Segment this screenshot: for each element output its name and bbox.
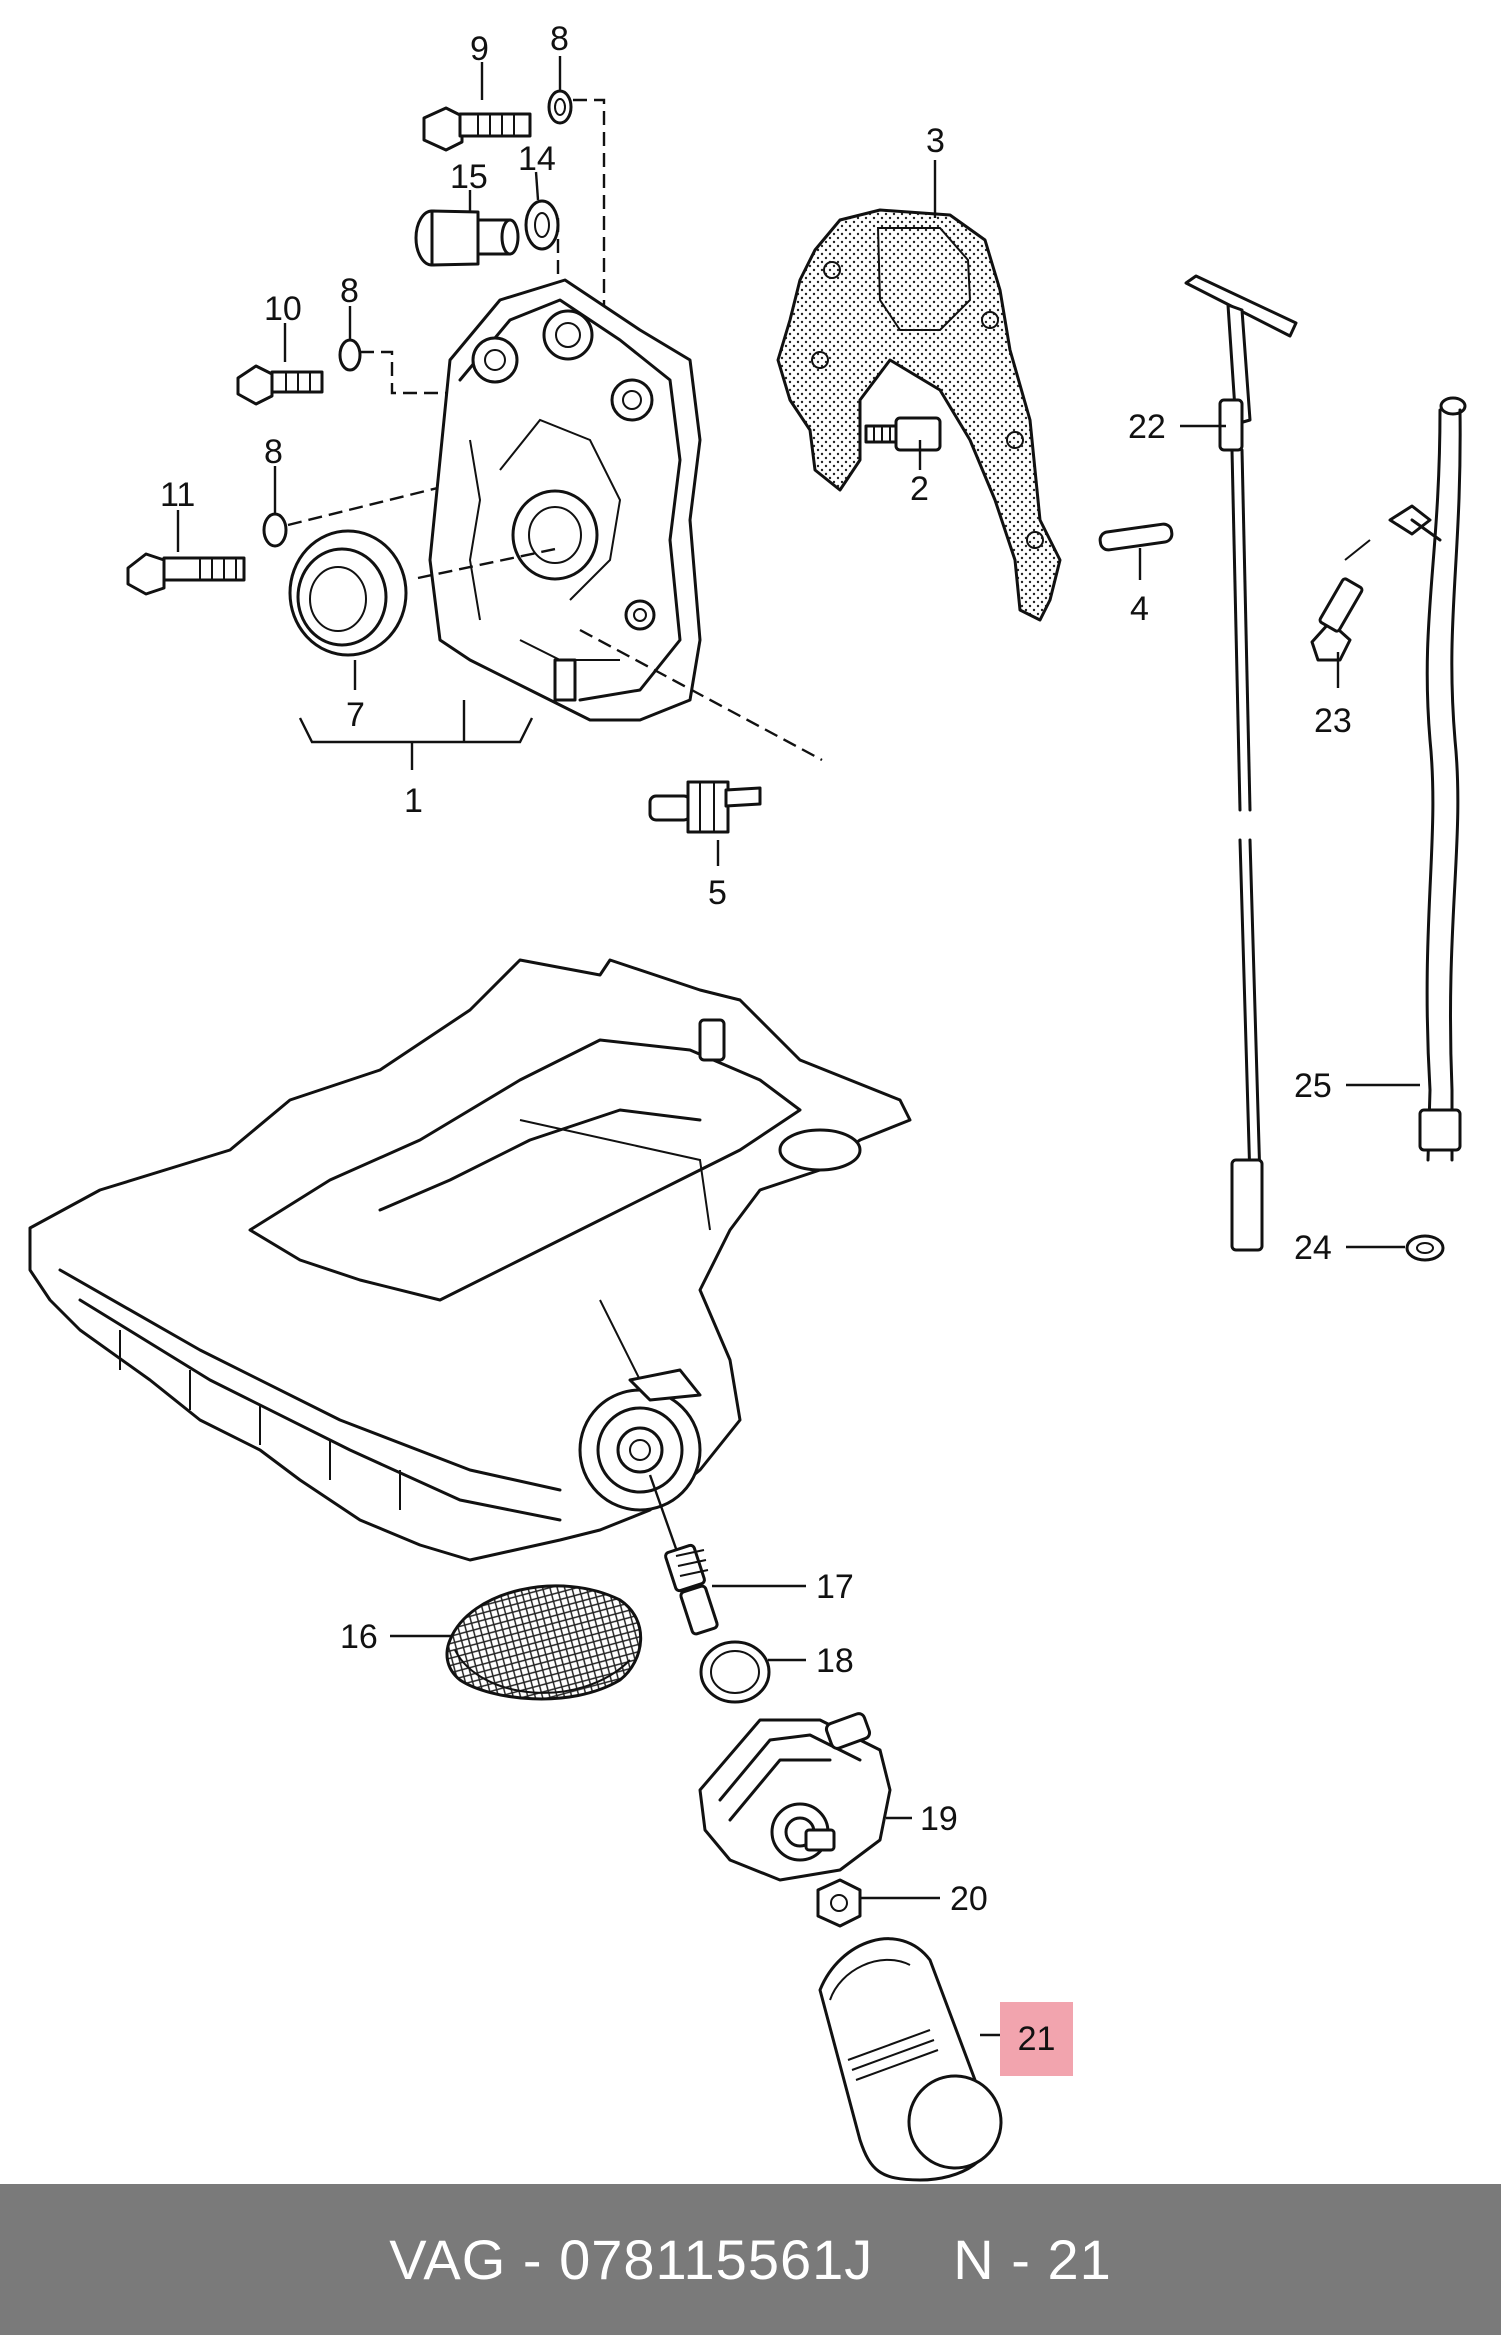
front-casing-1 bbox=[428, 278, 702, 722]
callout-25: 25 bbox=[1294, 1067, 1332, 1105]
callout-17: 17 bbox=[816, 1568, 854, 1606]
bolt-11 bbox=[126, 552, 246, 596]
pan-filter-flange bbox=[578, 1368, 702, 1512]
footer-bar: VAG - 078115561J N - 21 bbox=[0, 2184, 1501, 2335]
filter-head-19 bbox=[698, 1712, 892, 1882]
nut-20 bbox=[816, 1878, 862, 1928]
seal-7 bbox=[288, 529, 408, 657]
gasket-3 bbox=[776, 208, 1062, 622]
bolt-10 bbox=[236, 364, 324, 406]
washer-24 bbox=[1405, 1234, 1445, 1262]
item-reference: N - 21 bbox=[953, 2228, 1112, 2291]
callout-14: 14 bbox=[518, 140, 556, 178]
stud-17 bbox=[664, 1543, 719, 1636]
bolt-23 bbox=[1310, 539, 1371, 662]
callout-24: 24 bbox=[1294, 1229, 1332, 1267]
bolt-2 bbox=[864, 416, 942, 452]
callout-23: 23 bbox=[1314, 702, 1352, 740]
callout-10: 10 bbox=[264, 290, 302, 328]
dipstick-22 bbox=[1184, 274, 1298, 1252]
callout-16: 16 bbox=[340, 1618, 378, 1656]
callout-19: 19 bbox=[920, 1800, 958, 1838]
callout-5: 5 bbox=[708, 874, 727, 912]
oil-pan bbox=[28, 958, 912, 1562]
callout-8-top: 8 bbox=[550, 20, 569, 58]
footer-text: VAG - 078115561J N - 21 bbox=[0, 2184, 1501, 2335]
guide-tube-25 bbox=[1388, 396, 1467, 1162]
callout-8-low: 8 bbox=[264, 433, 283, 471]
washer-8-top bbox=[547, 89, 573, 125]
callout-8-mid: 8 bbox=[340, 272, 359, 310]
callout-2: 2 bbox=[910, 470, 929, 508]
oil-filter-21 bbox=[818, 1937, 1003, 2182]
pin-4 bbox=[1098, 522, 1174, 552]
callout-9: 9 bbox=[470, 30, 489, 68]
washer-14 bbox=[524, 199, 560, 251]
leader-lines bbox=[176, 56, 1420, 2037]
sender-5 bbox=[648, 780, 762, 834]
callout-1: 1 bbox=[404, 782, 423, 820]
callout-4: 4 bbox=[1130, 590, 1149, 628]
callout-11: 11 bbox=[160, 476, 195, 514]
strainer-16 bbox=[445, 1584, 643, 1701]
callout-7: 7 bbox=[346, 696, 365, 734]
part-number: VAG - 078115561J bbox=[389, 2228, 874, 2291]
bolt-9 bbox=[422, 106, 532, 152]
callout-18: 18 bbox=[816, 1642, 854, 1680]
highlight-label: 21 bbox=[1017, 2020, 1056, 2058]
callout-3: 3 bbox=[926, 122, 945, 160]
o-ring-18 bbox=[699, 1640, 771, 1704]
callout-20: 20 bbox=[950, 1880, 988, 1918]
bushing-15 bbox=[414, 209, 520, 267]
highlighted-callout-21[interactable]: 21 bbox=[1000, 2002, 1073, 2076]
exploded-parts-diagram: 9 8 14 15 10 8 8 11 7 1 3 2 4 22 23 5 25… bbox=[28, 20, 1467, 2182]
callout-15: 15 bbox=[450, 158, 488, 196]
callout-22: 22 bbox=[1128, 408, 1166, 446]
callout-labels: 9 8 14 15 10 8 8 11 7 1 3 2 4 22 23 5 25… bbox=[160, 20, 1352, 1918]
